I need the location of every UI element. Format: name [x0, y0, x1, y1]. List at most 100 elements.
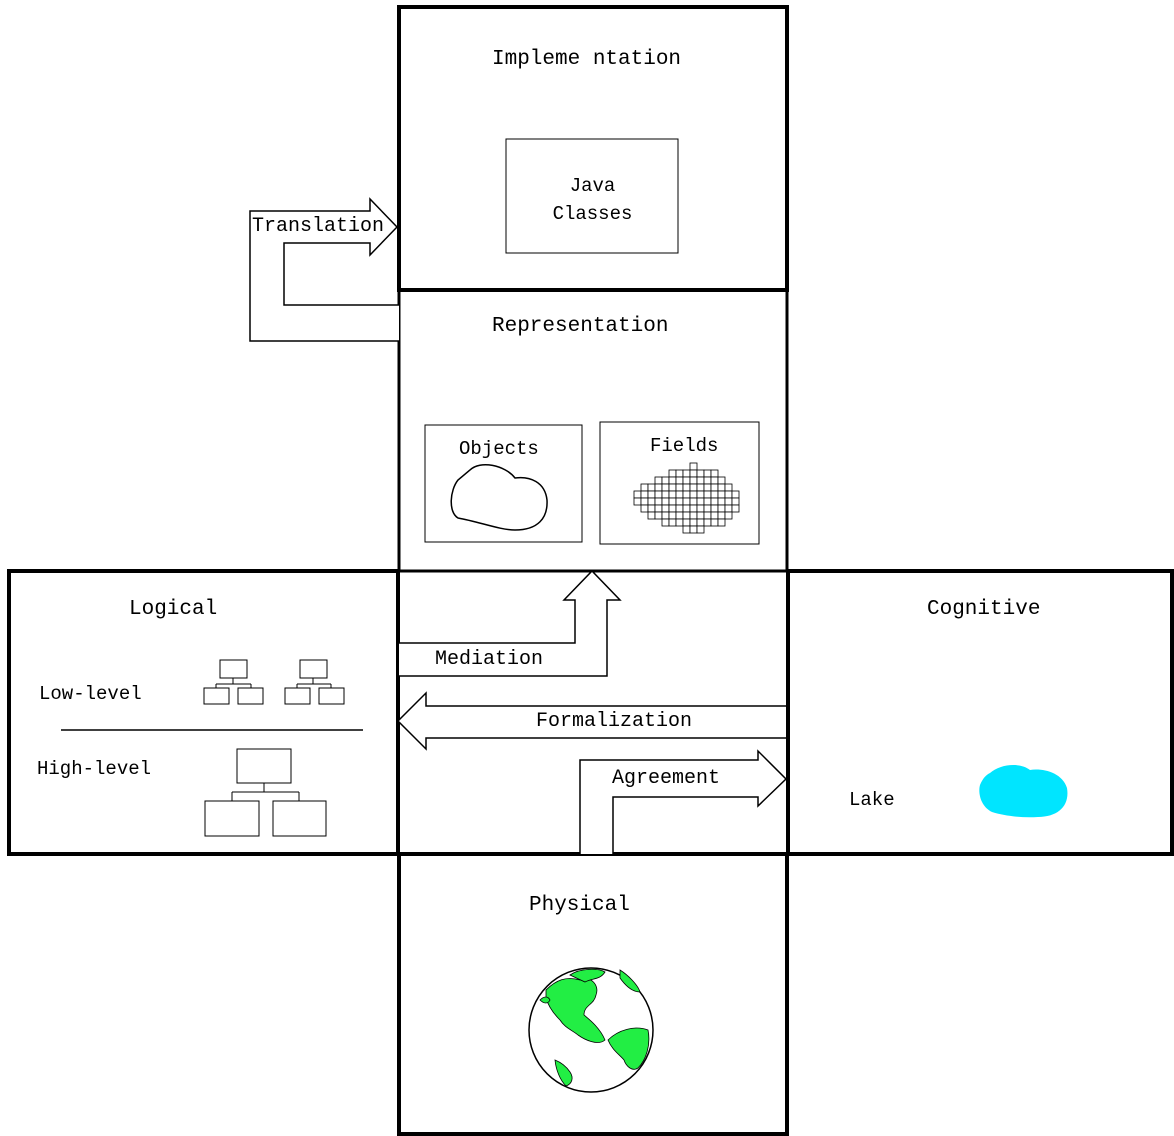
field-cell: [689, 525, 698, 534]
field-cell: [731, 504, 740, 513]
field-cell: [696, 518, 705, 527]
field-cell: [675, 518, 684, 527]
field-cell: [703, 511, 712, 520]
field-cell: [689, 483, 698, 492]
globe-icon: [528, 967, 654, 1093]
field-cell: [675, 469, 684, 478]
high-level-tree-icon: [204, 748, 327, 837]
objects-box: [424, 424, 583, 543]
field-cell: [710, 497, 719, 506]
field-cell: [689, 504, 698, 513]
field-cell: [710, 483, 719, 492]
lake-icon: [979, 764, 1068, 818]
field-cell: [640, 490, 649, 499]
field-cell: [682, 469, 691, 478]
field-cell: [682, 483, 691, 492]
field-cell: [696, 504, 705, 513]
field-cell: [661, 490, 670, 499]
field-cell: [640, 504, 649, 513]
physical-title: Physical: [529, 894, 630, 917]
field-cell: [731, 497, 740, 506]
field-cell: [710, 518, 719, 527]
field-cell: [647, 490, 656, 499]
field-cell: [661, 518, 670, 527]
field-cell: [710, 469, 719, 478]
field-cell: [668, 483, 677, 492]
field-cell: [717, 518, 726, 527]
agreement-label: Agreement: [612, 767, 721, 790]
field-cell: [675, 497, 684, 506]
field-cell: [731, 490, 740, 499]
field-cell: [682, 511, 691, 520]
cognitive-panel-border: [786, 569, 1174, 856]
field-cell: [654, 483, 663, 492]
mediation-label: Mediation: [435, 648, 544, 671]
field-cell: [682, 497, 691, 506]
lake-label: Lake: [849, 789, 895, 811]
formalization-arrow: [396, 691, 786, 751]
field-cell: [640, 483, 649, 492]
field-cell: [675, 476, 684, 485]
field-cell: [710, 476, 719, 485]
low-level-tree-icon-2: [284, 659, 345, 705]
field-cell: [689, 518, 698, 527]
field-cell: [717, 476, 726, 485]
field-cell: [654, 511, 663, 520]
field-cell: [689, 497, 698, 506]
logical-title: Logical: [129, 598, 218, 621]
high-level-label: High-level: [37, 758, 152, 780]
field-cell: [647, 511, 656, 520]
java-classes-box: [505, 138, 679, 254]
field-cell: [668, 511, 677, 520]
translation-arrow: [249, 197, 399, 342]
field-cell: [710, 504, 719, 513]
objects-label: Objects: [459, 438, 539, 460]
field-cell: [661, 476, 670, 485]
field-cell: [717, 490, 726, 499]
field-cell: [689, 490, 698, 499]
translation-label: Translation: [252, 215, 385, 238]
field-cell: [703, 518, 712, 527]
field-cell: [703, 504, 712, 513]
low-level-tree-icon: [203, 659, 264, 705]
field-cell: [703, 469, 712, 478]
field-cell: [654, 490, 663, 499]
field-cell: [682, 525, 691, 534]
field-cell: [717, 504, 726, 513]
field-cell: [654, 476, 663, 485]
field-cell: [696, 490, 705, 499]
field-cell: [675, 483, 684, 492]
field-cell: [696, 476, 705, 485]
field-cell: [661, 511, 670, 520]
field-cell: [661, 504, 670, 513]
field-cell: [703, 476, 712, 485]
field-grid-icon: [633, 462, 740, 534]
field-cell: [703, 490, 712, 499]
field-cell: [710, 490, 719, 499]
field-cell: [668, 476, 677, 485]
field-cell: [661, 497, 670, 506]
agreement-arrow: [579, 749, 788, 854]
field-cell: [724, 511, 733, 520]
field-cell: [696, 483, 705, 492]
field-cell: [696, 511, 705, 520]
field-cell: [668, 518, 677, 527]
field-cell: [668, 504, 677, 513]
fields-label: Fields: [650, 435, 719, 457]
field-cell: [633, 490, 642, 499]
field-cell: [682, 504, 691, 513]
representation-title: Representation: [492, 315, 669, 338]
field-cell: [640, 497, 649, 506]
field-cell: [724, 504, 733, 513]
field-cell: [675, 511, 684, 520]
field-cell: [724, 483, 733, 492]
field-cell: [682, 490, 691, 499]
field-cell: [647, 483, 656, 492]
low-level-label: Low-level: [39, 683, 142, 705]
field-cell: [647, 497, 656, 506]
field-cell: [654, 504, 663, 513]
field-cell: [724, 490, 733, 499]
object-blob-icon: [450, 463, 548, 531]
